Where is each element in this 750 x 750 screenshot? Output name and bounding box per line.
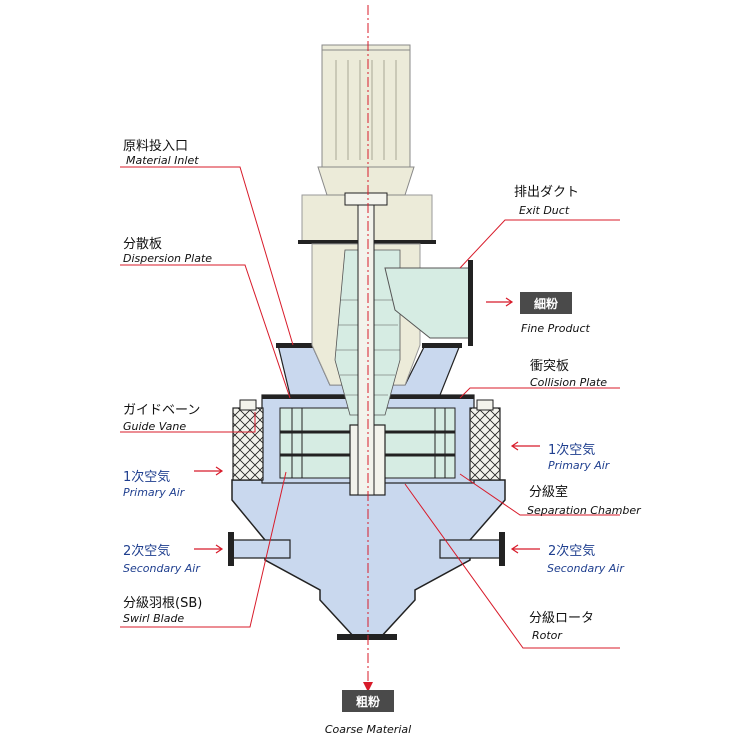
label-primary-air-right-en: Primary Air [548, 459, 611, 472]
label-secondary-air-left-en: Secondary Air [123, 562, 201, 575]
label-secondary-air-left-jp: 2次空気 [123, 543, 170, 559]
hopper-body [228, 479, 506, 640]
label-swirl-blade-en: Swirl Blade [123, 612, 184, 625]
label-secondary-air-right-en: Secondary Air [547, 562, 625, 575]
label-rotor-jp: 分級ロータ [529, 611, 594, 626]
fine-product-badge: 細粉 [520, 292, 572, 314]
label-primary-air-left-en: Primary Air [123, 486, 186, 499]
coarse-arrow [363, 682, 373, 692]
leader-lines [120, 166, 620, 649]
air-arrows [194, 297, 540, 554]
label-guide-vane-jp: ガイドベーン [123, 403, 200, 418]
central-shaft [344, 192, 388, 496]
label-material-inlet-en: Material Inlet [126, 154, 199, 167]
motor [317, 44, 415, 196]
label-primary-air-right-jp: 1次空気 [548, 442, 595, 458]
label-separation-chamber-jp: 分級室 [529, 484, 568, 500]
label-material-inlet-jp: 原料投入口 [123, 138, 188, 154]
label-rotor-en: Rotor [532, 629, 563, 642]
label-coarse-material-en: Coarse Material [325, 723, 411, 736]
label-fine-product-jp: 細粉 [534, 296, 558, 311]
exit-duct [384, 260, 473, 346]
label-exit-duct-en: Exit Duct [519, 204, 570, 217]
label-dispersion-plate-en: Dispersion Plate [123, 252, 212, 265]
label-primary-air-left-jp: 1次空気 [123, 469, 170, 485]
label-swirl-blade-jp: 分級羽根(SB) [123, 596, 202, 611]
label-separation-chamber-en: Separation Chamber [527, 504, 642, 517]
label-fine-product-en: Fine Product [521, 322, 591, 335]
label-coarse-material-jp: 粗粉 [356, 694, 380, 709]
label-collision-plate-jp: 衝突板 [530, 358, 569, 374]
coarse-material-badge: 粗粉 [342, 690, 394, 712]
label-guide-vane-en: Guide Vane [123, 420, 186, 433]
label-collision-plate-en: Collision Plate [530, 376, 607, 389]
label-exit-duct-jp: 排出ダクト [514, 185, 579, 200]
label-secondary-air-right-jp: 2次空気 [548, 543, 595, 559]
label-dispersion-plate-jp: 分散板 [123, 237, 162, 252]
